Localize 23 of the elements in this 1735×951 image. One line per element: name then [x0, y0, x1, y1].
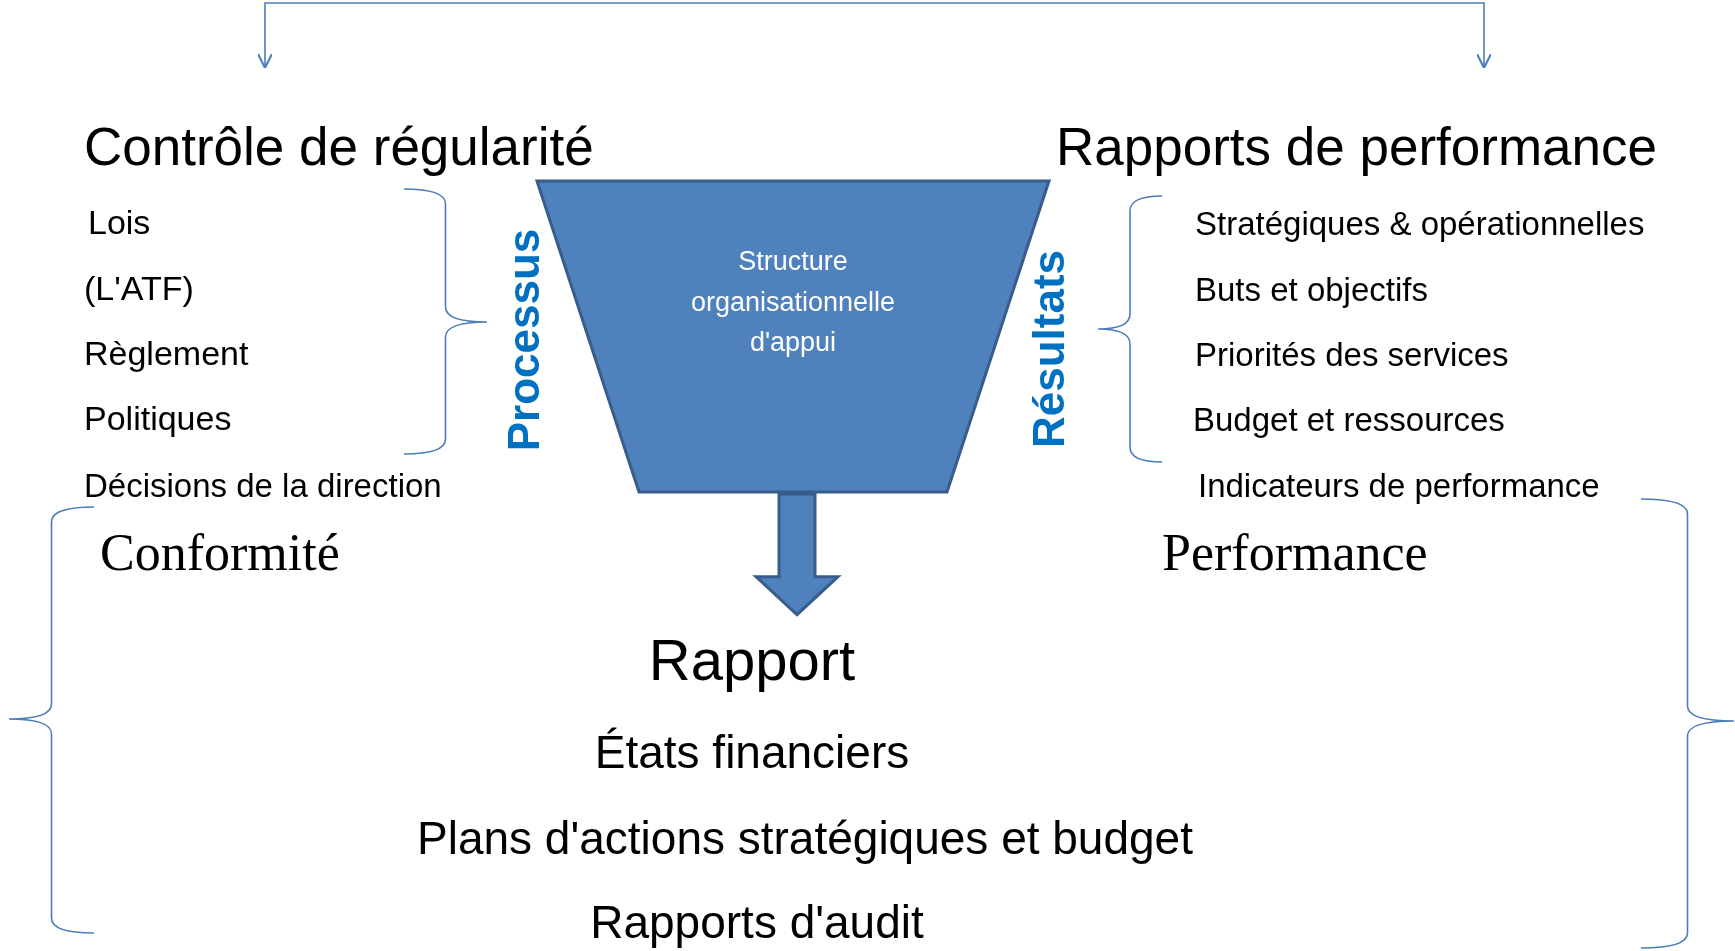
report-item: Plans d'actions stratégiques et budget	[417, 811, 1193, 865]
funnel-label: Structure organisationnelle d'appui	[689, 245, 897, 359]
vertical-label: Résultats	[1023, 249, 1074, 449]
report-item: Rapports d'audit	[590, 895, 924, 949]
heading: Rapport	[648, 626, 856, 694]
connector-arrow	[256, 2, 1493, 69]
vertical-label: Processus	[498, 228, 549, 452]
section-label: Performance	[1162, 523, 1428, 583]
list-item: Politiques	[84, 399, 232, 439]
list-item: Règlement	[84, 334, 249, 374]
list-item: Stratégiques & opérationnelles	[1195, 205, 1645, 243]
block-arrow	[752, 492, 842, 617]
heading: Rapports de performance	[1056, 116, 1657, 178]
list-item: (L'ATF)	[84, 269, 194, 309]
list-item: Lois	[88, 203, 151, 243]
list-item: Buts et objectifs	[1195, 271, 1428, 309]
report-item: États financiers	[594, 725, 910, 779]
section-label: Conformité	[100, 523, 340, 583]
list-item: Priorités des services	[1195, 336, 1509, 374]
heading: Contrôle de régularité	[84, 116, 594, 178]
list-item: Décisions de la direction	[84, 467, 442, 505]
list-item: Indicateurs de performance	[1198, 467, 1600, 505]
list-item: Budget et ressources	[1193, 401, 1505, 439]
